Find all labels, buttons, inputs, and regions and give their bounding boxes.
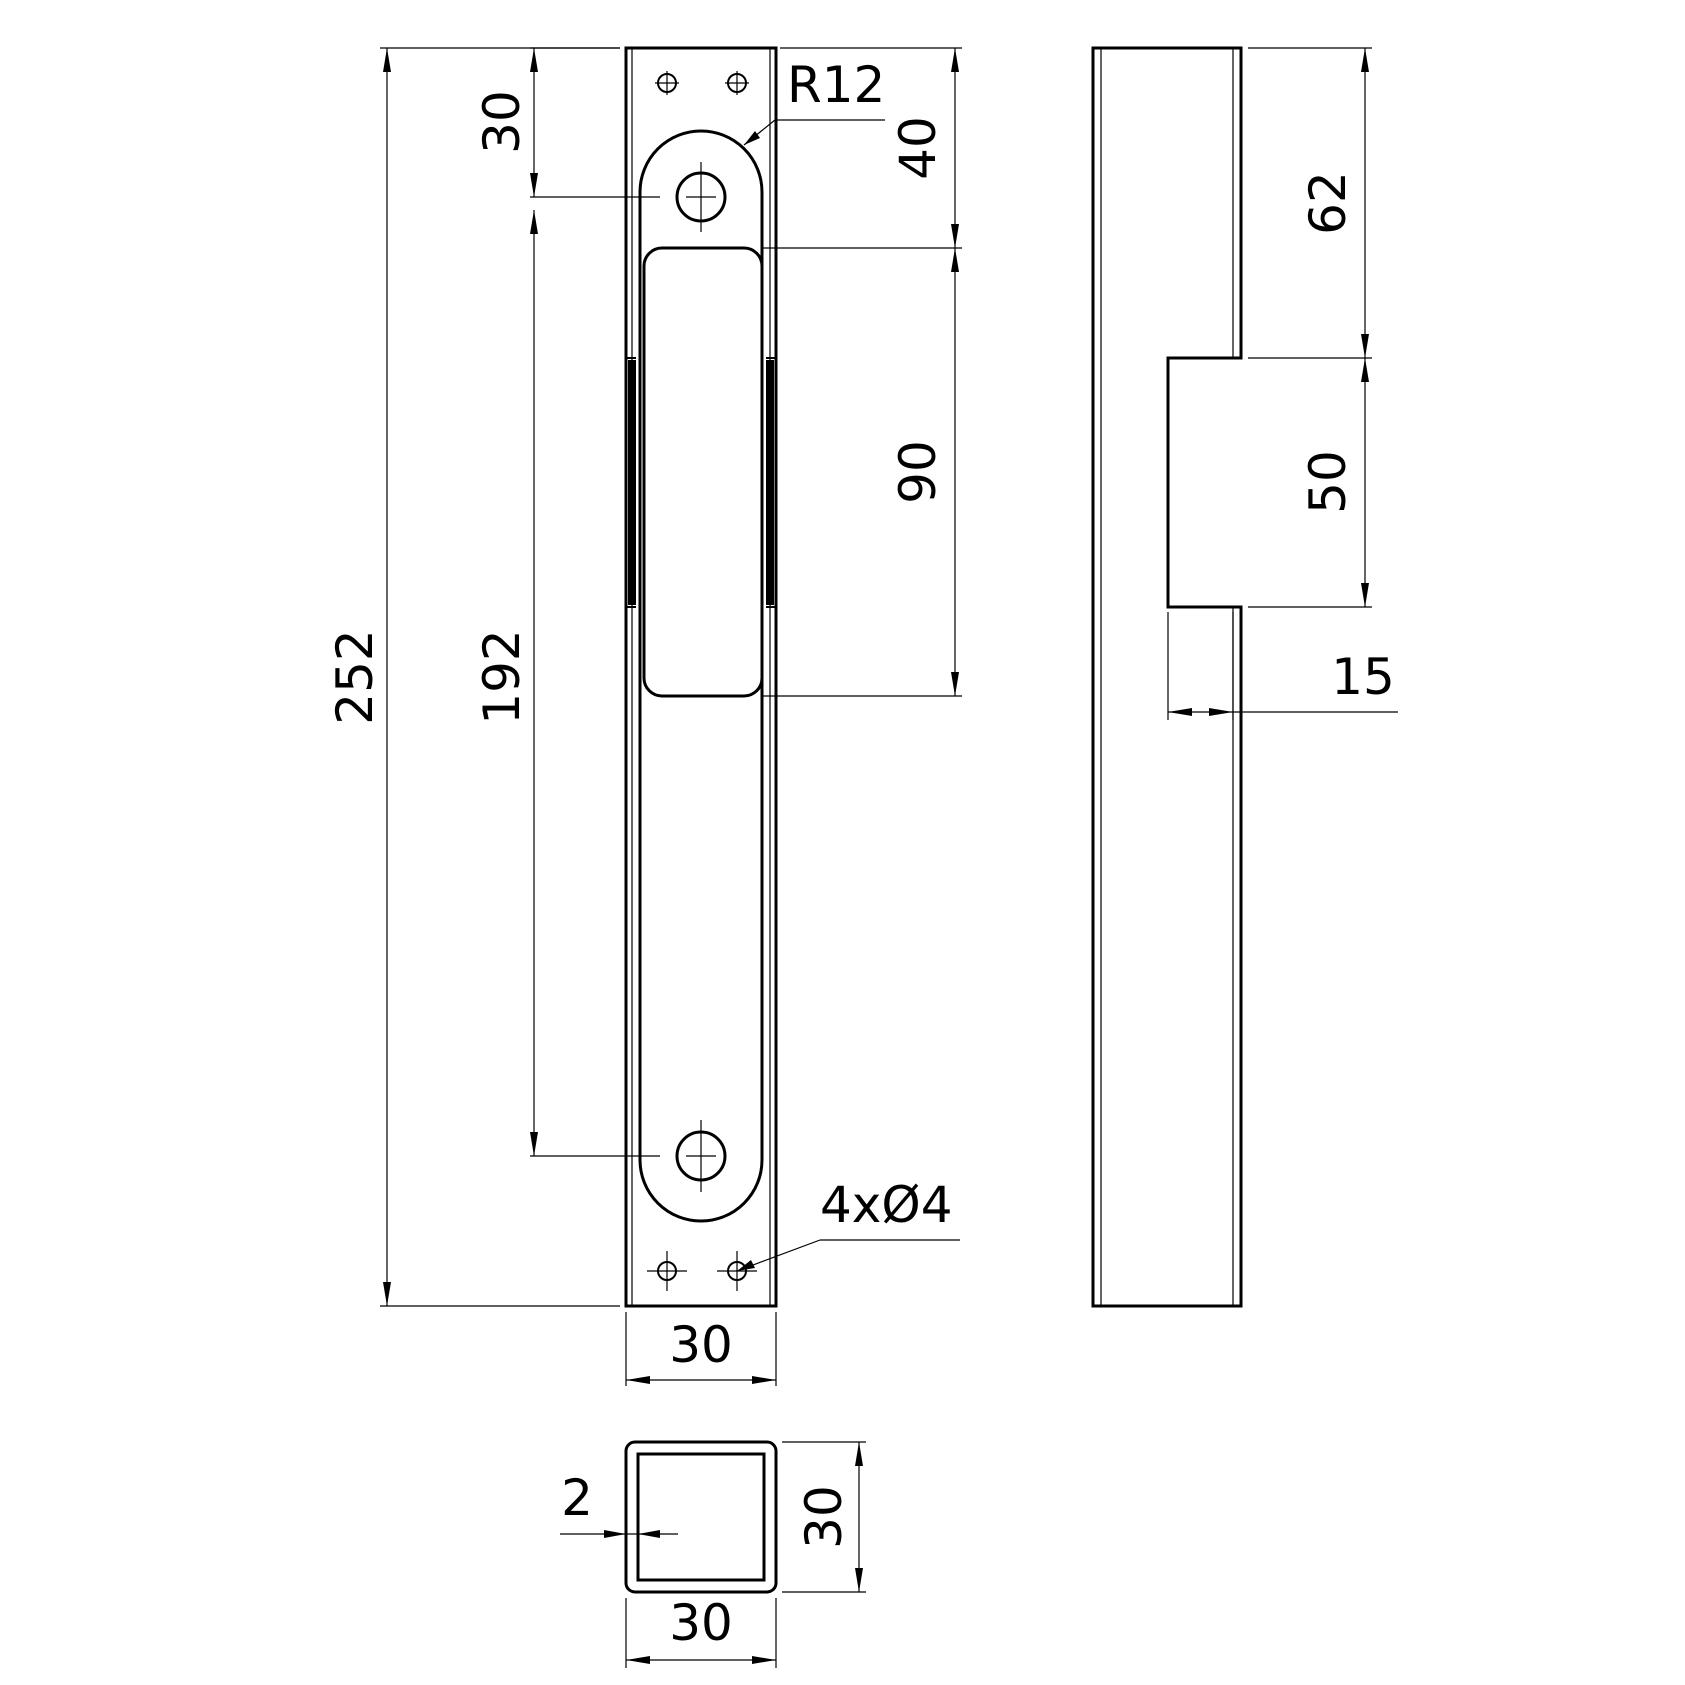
dim-upper-segment: 62 bbox=[1299, 171, 1357, 235]
section-inner bbox=[636, 1452, 766, 1582]
dim-small-holes: 4xØ4 bbox=[820, 1176, 953, 1234]
arrow bbox=[1361, 583, 1369, 607]
dim-section-height: 30 bbox=[795, 1485, 853, 1549]
dim-notch-height: 50 bbox=[1299, 450, 1357, 514]
arrow bbox=[1361, 48, 1369, 72]
arrow bbox=[737, 1260, 755, 1271]
arrow bbox=[638, 1530, 660, 1538]
dim-window-height: 90 bbox=[889, 440, 947, 504]
arrow bbox=[530, 210, 538, 234]
arrow bbox=[744, 131, 760, 145]
notch-left bbox=[628, 360, 636, 605]
arrow bbox=[383, 1282, 391, 1306]
arrow bbox=[752, 1376, 776, 1384]
arrow bbox=[1209, 708, 1233, 716]
dim-corner-radius: R12 bbox=[787, 56, 885, 114]
arrow bbox=[951, 248, 959, 272]
strike-window bbox=[642, 246, 764, 698]
arrow bbox=[1361, 358, 1369, 382]
side-outline bbox=[1091, 46, 1243, 1308]
arrow bbox=[626, 1656, 650, 1664]
arrow bbox=[855, 1568, 863, 1592]
dim-wall-thickness: 2 bbox=[561, 1469, 593, 1527]
notch-right bbox=[766, 360, 774, 605]
front-outline bbox=[624, 46, 778, 1308]
arrow bbox=[530, 1132, 538, 1156]
dim-width: 30 bbox=[669, 1316, 733, 1374]
arrow bbox=[951, 672, 959, 696]
arrow bbox=[383, 48, 391, 72]
section-view: 2 30 30 bbox=[560, 1440, 866, 1668]
dim-top-to-hole: 30 bbox=[473, 90, 531, 154]
slot-outline bbox=[638, 129, 764, 1223]
arrow bbox=[626, 1376, 650, 1384]
front-view bbox=[624, 46, 778, 1308]
side-dimensions: 62 50 15 bbox=[1167, 47, 1398, 720]
arrow bbox=[604, 1530, 626, 1538]
arrow bbox=[951, 48, 959, 72]
arrow bbox=[951, 224, 959, 248]
arrow bbox=[530, 173, 538, 197]
arrow bbox=[1361, 334, 1369, 358]
arrow bbox=[855, 1442, 863, 1466]
arrow bbox=[1168, 708, 1192, 716]
dim-hole-spacing: 192 bbox=[473, 629, 531, 724]
arrow bbox=[752, 1656, 776, 1664]
side-view bbox=[1091, 46, 1243, 1308]
dim-section-width: 30 bbox=[669, 1594, 733, 1652]
dim-notch-depth: 15 bbox=[1331, 648, 1395, 706]
front-dimensions: 252 30 192 40 90 R12 bbox=[326, 47, 962, 1386]
dim-overall-height: 252 bbox=[326, 629, 384, 724]
dim-top-to-window: 40 bbox=[889, 116, 947, 180]
section-outer bbox=[624, 1440, 778, 1594]
arrow bbox=[530, 48, 538, 72]
